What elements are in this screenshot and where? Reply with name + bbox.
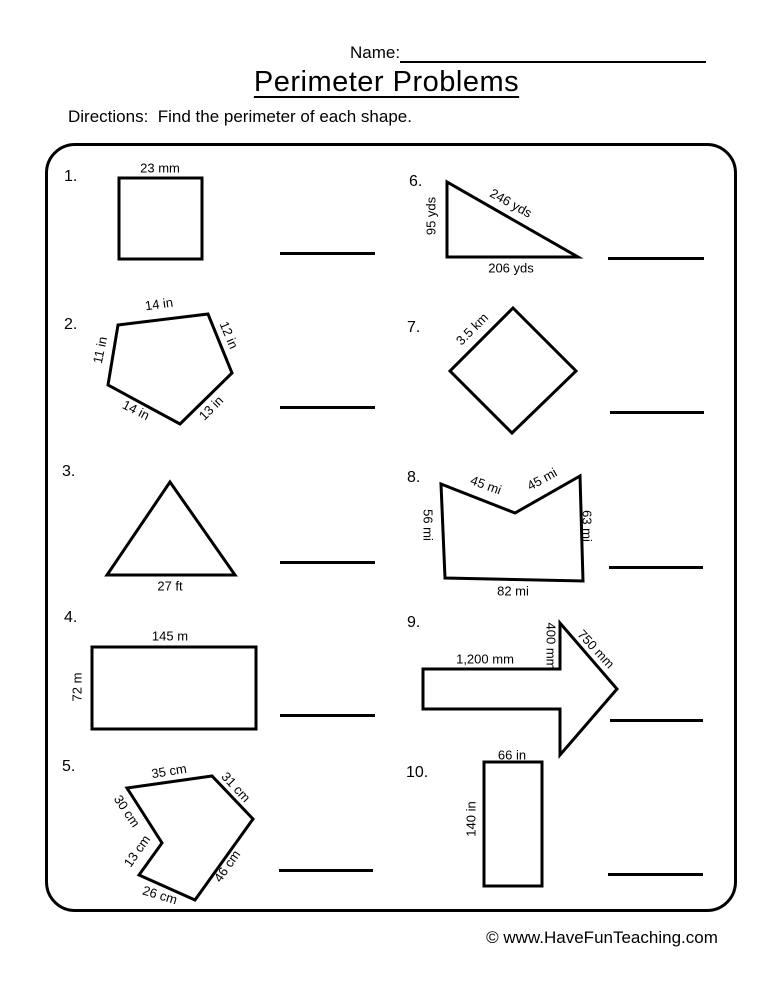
answer-blank	[608, 257, 704, 260]
triangle-shape	[104, 479, 238, 577]
measurement-label: 82 mi	[497, 583, 529, 599]
problem-4-number: 4.	[64, 609, 78, 626]
name-blank-line	[400, 61, 706, 63]
problem-1-number: 1.	[64, 168, 78, 185]
measurement-label: 66 in	[497, 747, 527, 763]
problem-6-number: 6.	[409, 173, 423, 190]
answer-blank	[280, 252, 375, 255]
name-label: Name:	[350, 43, 401, 62]
measurement-label: 140 in	[463, 801, 479, 837]
measurement-label: 27 ft	[157, 578, 183, 594]
answer-blank	[610, 411, 704, 414]
page-title: Perimeter Problems	[253, 66, 520, 98]
problem-8-number: 8.	[407, 469, 421, 486]
copyright-text: © www.HaveFunTeaching.com	[486, 928, 718, 947]
problem-9-number: 9.	[407, 614, 421, 631]
answer-blank	[609, 566, 703, 569]
measurement-label: 56 mi	[420, 509, 436, 541]
problem-7-number: 7.	[407, 319, 421, 336]
arrow-shape	[421, 618, 619, 760]
measurement-label: 206 yds	[488, 260, 534, 276]
answer-blank	[280, 561, 375, 564]
measurement-label: 400 mm	[543, 622, 559, 670]
answer-blank	[608, 873, 703, 876]
problem-2-number: 2.	[64, 316, 78, 333]
directions-text: Directions: Find the perimeter of each s…	[68, 107, 412, 126]
worksheet-frame	[45, 143, 737, 912]
right-triangle-shape	[445, 179, 584, 259]
concave-pentagon-shape	[439, 473, 585, 583]
answer-blank	[280, 406, 375, 409]
measurement-label: 72 m	[69, 672, 85, 702]
answer-blank	[280, 714, 375, 717]
diamond-shape	[447, 305, 579, 436]
irregular-hexagon-shape	[124, 774, 255, 902]
problem-3-number: 3.	[62, 463, 76, 480]
problem-5-number: 5.	[62, 758, 76, 775]
measurement-label: 1,200 mm	[456, 651, 514, 667]
rectangle-shape	[90, 645, 258, 731]
measurement-label: 95 yds	[423, 196, 439, 236]
problem-10-number: 10.	[406, 764, 429, 781]
measurement-label: 63 mi	[579, 510, 595, 542]
measurement-label: 23 mm	[140, 160, 180, 176]
square-shape	[117, 176, 204, 261]
pentagon-shape	[106, 312, 234, 426]
rectangle-shape	[482, 760, 544, 888]
measurement-label: 145 m	[151, 628, 189, 644]
answer-blank	[610, 719, 703, 722]
answer-blank	[279, 869, 373, 872]
